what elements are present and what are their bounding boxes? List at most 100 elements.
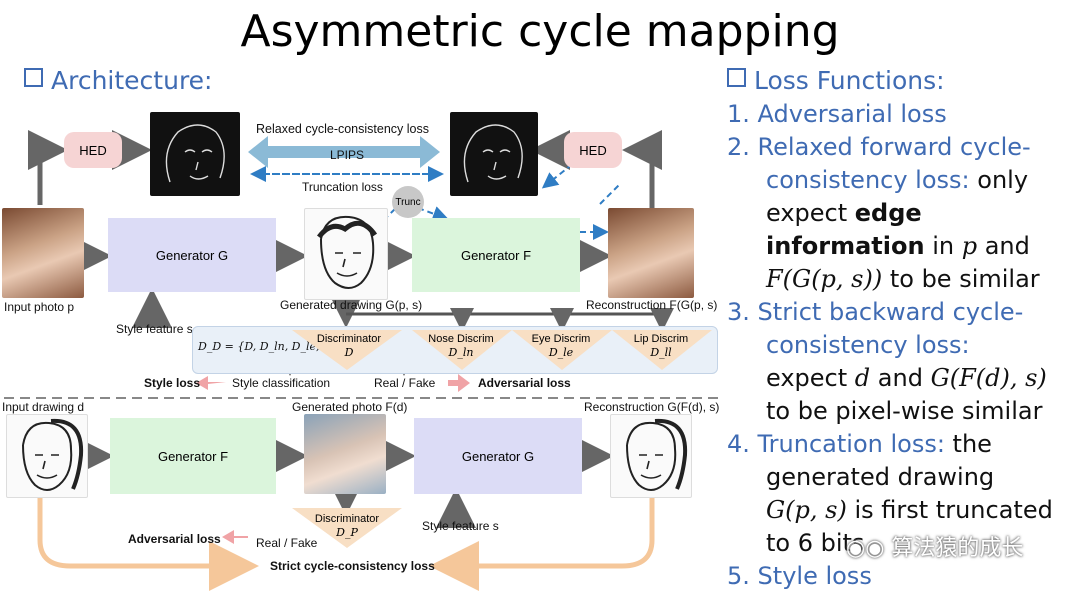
- loss-math: p: [961, 232, 978, 260]
- generator-label: Generator G: [155, 247, 229, 263]
- watermark: ◉◉ 算法猿的成长: [846, 530, 1023, 562]
- reconstruction-photo-image: [608, 208, 694, 298]
- lpips-label: LPIPS: [330, 148, 365, 162]
- loss-text: is first truncated: [846, 496, 1053, 524]
- adversarial-loss-label: Adversarial loss: [478, 376, 571, 390]
- relaxed-loss-label: Relaxed cycle-consistency loss: [256, 122, 429, 136]
- generated-photo-image: [304, 414, 386, 494]
- truncation-loss-label: Truncation loss: [302, 180, 383, 194]
- input-drawing-label: Input drawing d: [2, 400, 85, 414]
- disc-eye-triangle: [512, 330, 612, 370]
- loss-item-2: 2. Relaxed forward cycle- consistency lo…: [727, 131, 1080, 296]
- style-loss-label: Style loss: [144, 376, 201, 390]
- edge-map-left: [150, 112, 240, 196]
- trunc-node: Trunc: [392, 186, 424, 218]
- loss-number: 5.: [727, 562, 750, 590]
- loss-number: 4.: [727, 430, 750, 458]
- arrow-photo-to-hed: [28, 130, 68, 205]
- loss-number: 1.: [727, 100, 750, 128]
- trunc-dashed-out: [417, 206, 449, 222]
- disc-label: Nose Discrim: [428, 333, 494, 345]
- loss-math: F(G(p, s)): [766, 265, 883, 293]
- style-classification-label: Style classification: [232, 376, 331, 390]
- disc-symbol: D: [344, 346, 354, 359]
- loss-math: G(p, s): [766, 496, 847, 524]
- pink-arrow-adversarial: [448, 374, 470, 392]
- disc-label: Discriminator: [316, 333, 382, 345]
- orange-arrow-right: [429, 496, 655, 591]
- loss-name: Relaxed forward cycle-: [757, 133, 1031, 161]
- disc-nose-triangle: [412, 330, 512, 370]
- input-drawing-image: [6, 414, 88, 498]
- loss-heading: Loss Functions:: [727, 66, 945, 95]
- edge-map-right: [450, 112, 538, 196]
- slide-title: Asymmetric cycle mapping: [240, 6, 840, 57]
- checkbox-bullet-icon: [727, 68, 746, 87]
- strict-loss-label: Strict cycle-consistency loss: [270, 559, 435, 573]
- wechat-icon: ◉◉: [846, 536, 892, 561]
- loss-name: Adversarial loss: [757, 100, 947, 128]
- architecture-heading-text: Architecture:: [51, 66, 213, 95]
- loss-text: only: [969, 166, 1029, 194]
- disc-symbol: D_ln: [448, 346, 474, 359]
- loss-text: to 6 bits: [766, 529, 865, 557]
- drawing-sketch: [317, 215, 378, 289]
- watermark-text: 算法猿的成长: [891, 536, 1024, 561]
- loss-item-5: 5. Style loss: [727, 560, 1080, 593]
- hed-label: HED: [579, 142, 607, 158]
- loss-number: 3.: [727, 298, 750, 326]
- input-photo-image: [2, 208, 84, 298]
- generated-drawing-image: [304, 208, 388, 300]
- loss-name-cont: consistency loss:: [766, 166, 970, 194]
- face-edge-sketch: [165, 124, 225, 183]
- disc-main-triangle: [292, 330, 402, 370]
- orange-arrow-left: [37, 496, 259, 591]
- disc-symbol: D_P: [336, 526, 358, 539]
- face-edge-sketch: [463, 124, 523, 183]
- loss-math: G(F(d), s): [930, 364, 1047, 392]
- generator-label: Generator G: [461, 448, 535, 464]
- arrow-drawing-to-lip: [346, 308, 674, 332]
- loss-list: 1. Adversarial loss 2. Relaxed forward c…: [727, 98, 1080, 593]
- disc-bottom-triangle-svg: [292, 508, 402, 548]
- loss-math: d: [854, 364, 871, 392]
- disc-bottom-triangle: [292, 508, 402, 548]
- arrow-recon-to-hed: [622, 130, 662, 210]
- drawing-sketch: [22, 418, 84, 491]
- loss-name: Strict backward cycle-: [757, 298, 1024, 326]
- loss-text: expect: [766, 199, 855, 227]
- real-fake-label-2: Real / Fake: [256, 536, 318, 550]
- disc-label: Eye Discrim: [531, 333, 591, 345]
- trunc-label: Trunc: [395, 196, 421, 208]
- hed-box-left: HED: [64, 132, 122, 168]
- loss-text: in: [924, 232, 962, 260]
- loss-name-cont: consistency loss:: [766, 331, 970, 359]
- loss-emphasis: information: [766, 232, 925, 260]
- generated-photo-label: Generated photo F(d): [292, 400, 408, 414]
- adversarial-loss-label-2: Adversarial loss: [128, 532, 221, 546]
- generator-label: Generator F: [460, 247, 532, 263]
- loss-text: the: [944, 430, 992, 458]
- drawing-sketch: [626, 418, 688, 491]
- real-fake-label: Real / Fake: [374, 376, 436, 390]
- recon-dashed-up: [599, 183, 621, 205]
- loss-name: Style loss: [757, 562, 872, 590]
- loss-item-3: 3. Strict backward cycle- consistency lo…: [727, 296, 1080, 428]
- disc-lip-triangle: [612, 330, 712, 370]
- lpips-double-arrow: [248, 136, 440, 168]
- reconstruction-bottom-label: Reconstruction G(F(d), s): [584, 400, 720, 414]
- architecture-heading: Architecture:: [24, 66, 212, 95]
- reconstruction-label: Reconstruction F(G(p, s): [586, 298, 718, 312]
- generated-drawing-label: Generated drawing G(p, s): [280, 298, 423, 312]
- input-photo-label: Input photo p: [4, 300, 75, 314]
- pink-arrow-adversarial-2: [222, 530, 248, 544]
- reconstruction-drawing-image: [610, 414, 692, 498]
- loss-emphasis: edge: [854, 199, 922, 227]
- pink-arrow-style: [196, 376, 226, 390]
- discriminator-triangles: [292, 330, 712, 370]
